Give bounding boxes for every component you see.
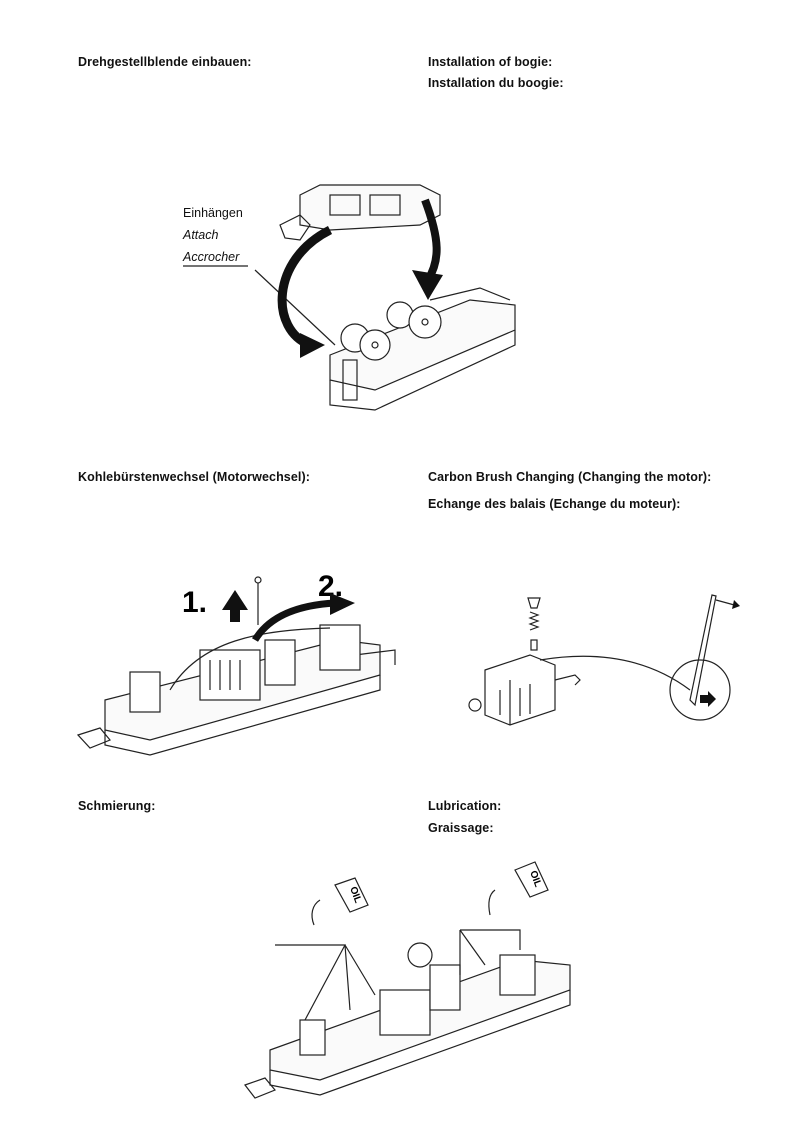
oil-bottle-label: OIL bbox=[527, 869, 543, 888]
step-2-label: 2. bbox=[318, 570, 343, 603]
callout-de: Einhängen bbox=[183, 206, 243, 220]
bogie-heading-en: Installation of bogie: bbox=[428, 55, 553, 69]
lube-heading-en: Lubrication: bbox=[428, 799, 502, 813]
lube-heading-de: Schmierung: bbox=[78, 799, 156, 813]
callout-fr: Accrocher bbox=[183, 250, 240, 264]
step-1-label: 1. bbox=[182, 586, 207, 619]
oil-bottle-icon bbox=[334, 877, 369, 913]
brush-heading-de: Kohlebürstenwechsel (Motorwechsel): bbox=[78, 470, 311, 484]
oil-bottle-icon bbox=[514, 861, 549, 898]
oil-bottle-label: OIL bbox=[347, 885, 363, 904]
callout-en: Attach bbox=[183, 228, 219, 242]
brush-heading-en: Carbon Brush Changing (Changing the moto… bbox=[428, 470, 712, 484]
bogie-heading-de: Drehgestellblende einbauen: bbox=[78, 55, 252, 69]
lube-heading-fr: Graissage: bbox=[428, 821, 494, 835]
brush-heading-fr: Echange des balais (Echange du moteur): bbox=[428, 497, 681, 511]
bogie-heading-fr: Installation du boogie: bbox=[428, 76, 564, 90]
